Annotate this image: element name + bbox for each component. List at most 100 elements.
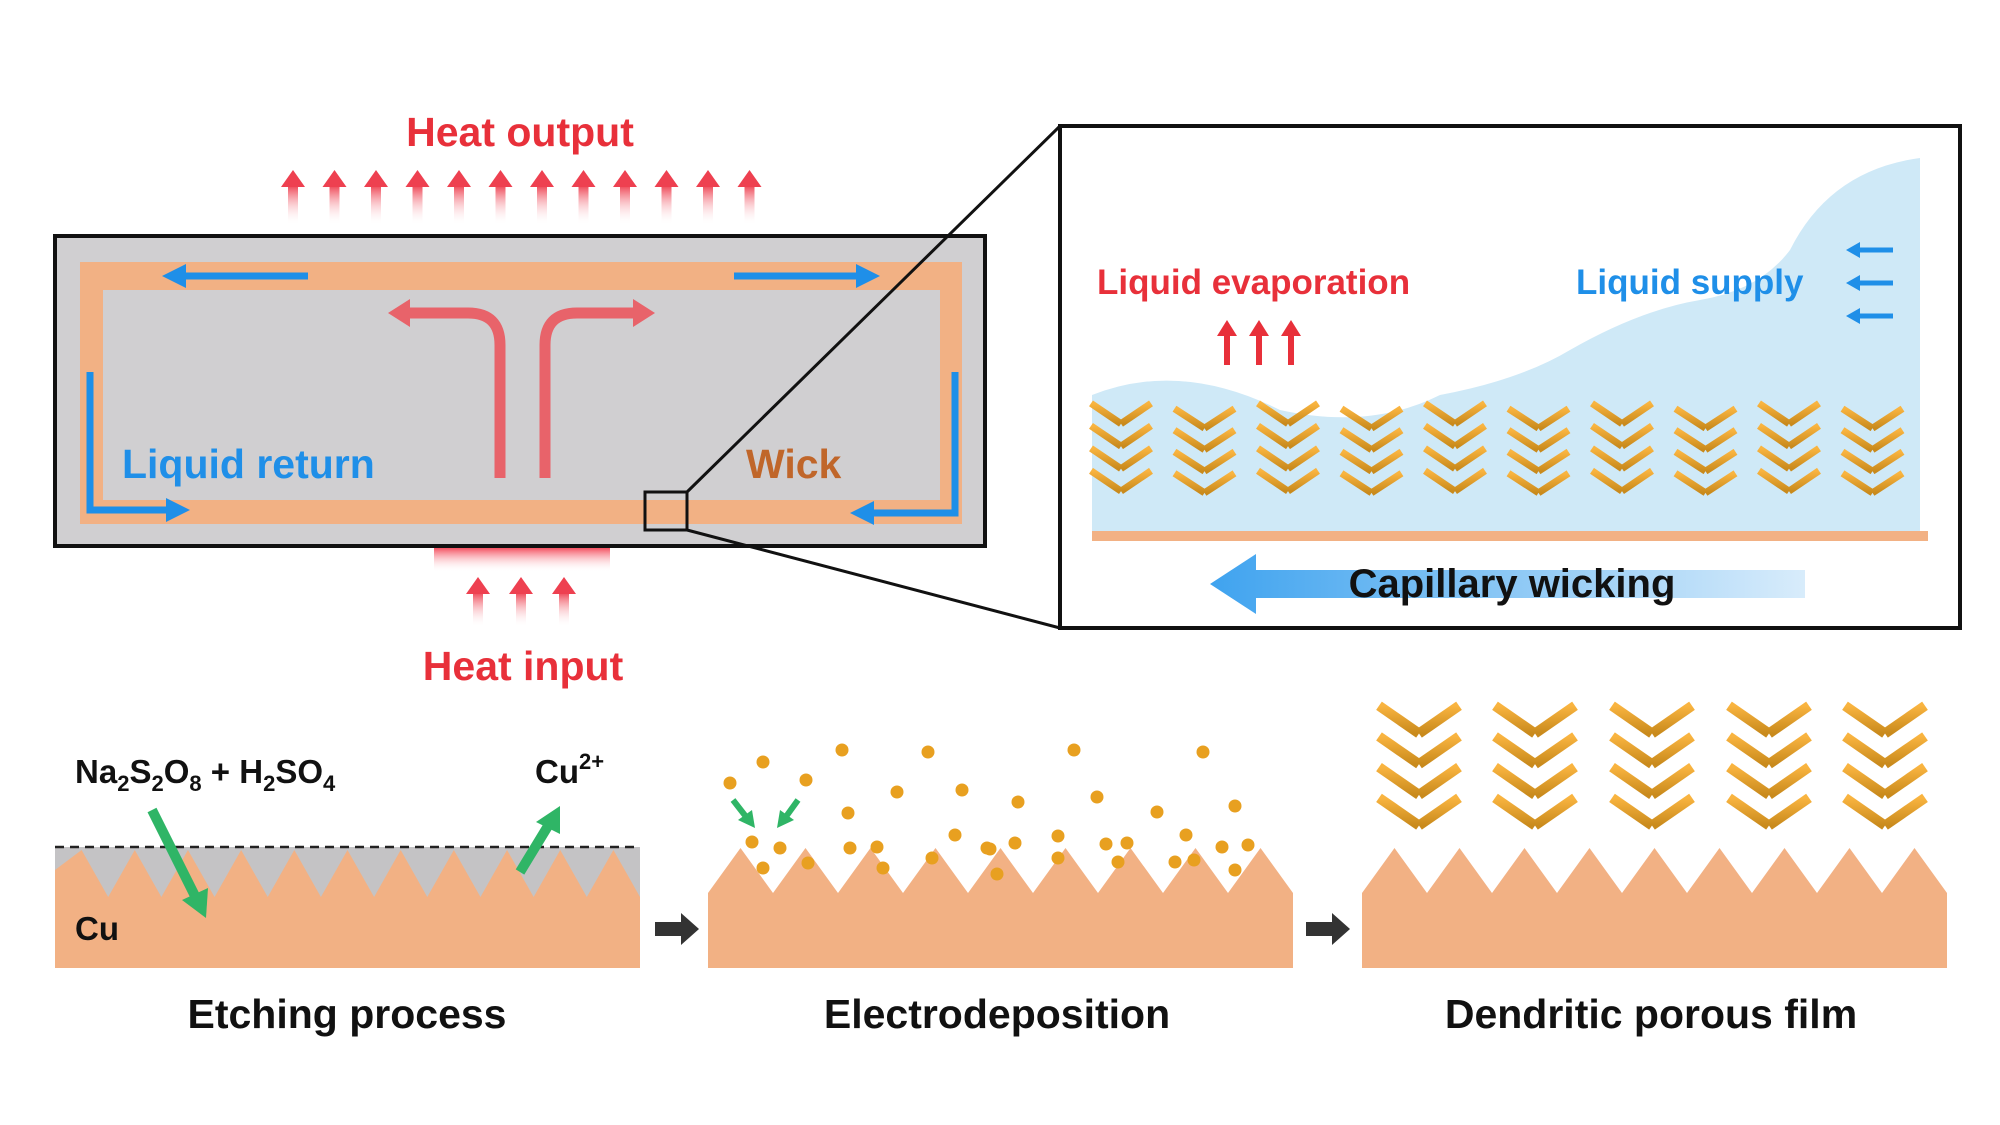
- wick-label: Wick: [746, 441, 842, 487]
- copper-particle: [1215, 840, 1229, 854]
- copper-particle: [990, 867, 1004, 881]
- zoom-dendrite: [1339, 392, 1404, 531]
- heat-input-arrow-shaft: [473, 592, 483, 627]
- supply-arrow-head: [1846, 275, 1860, 291]
- copper-particle: [948, 828, 962, 842]
- step-label-dendritic-film: Dendritic porous film: [1445, 991, 1857, 1037]
- heat-output-arrow-head: [696, 170, 720, 187]
- copper-particle: [801, 856, 815, 870]
- zoom-wick-base: [1092, 531, 1928, 541]
- heat-output-arrow-shaft: [537, 185, 547, 225]
- film-dendrite: [1376, 682, 1462, 880]
- copper-particle: [835, 743, 849, 757]
- step-arrow-2: [1306, 913, 1350, 945]
- heat-output-arrow-shaft: [454, 185, 464, 225]
- zoom-region-marker: [643, 490, 689, 532]
- copper-particle: [756, 861, 770, 875]
- heat-output-label: Heat output: [406, 109, 634, 155]
- heat-pipe: [53, 234, 987, 548]
- copper-particle: [1011, 795, 1025, 809]
- evaporation-arrow-head: [1249, 320, 1269, 336]
- copper-particles: [723, 743, 1255, 881]
- deposition-arrowheads: [738, 810, 794, 828]
- electrodeposition-panel: [708, 743, 1293, 968]
- copper-particle: [1051, 829, 1065, 843]
- heat-output-arrow-shaft: [661, 185, 672, 225]
- heat-output-arrow-head: [737, 170, 762, 187]
- etching-substrate: [55, 850, 640, 968]
- heat-output-arrow-head: [613, 170, 637, 187]
- zoom-dendrites: [1089, 386, 1905, 531]
- zoom-dendrite: [1757, 386, 1821, 531]
- heat-output-arrow-head: [447, 170, 471, 187]
- heat-input-pad: [434, 548, 610, 572]
- copper-particle: [1241, 838, 1255, 852]
- deposition-substrate: [708, 848, 1293, 968]
- heat-output-arrows: [281, 170, 762, 225]
- liquid-return-label: Liquid return: [122, 441, 375, 487]
- liquid-supply-label: Liquid supply: [1576, 263, 1804, 302]
- evaporation-arrow-head: [1281, 320, 1301, 336]
- zoom-dendrite: [1172, 392, 1237, 531]
- heat-output-arrow-head: [364, 170, 388, 187]
- zoom-connector-bottom: [686, 528, 1061, 630]
- zoom-dendrite: [1423, 386, 1487, 531]
- evaporation-arrow-head: [1217, 320, 1237, 336]
- heat-output-arrow-shaft: [744, 185, 755, 225]
- copper-particle: [843, 841, 857, 855]
- heat-output-arrow-head: [322, 170, 347, 187]
- zoom-dendrite: [1256, 386, 1320, 531]
- etching-panel: Na2S2O8 + H2SO4 Cu2+ Cu: [55, 749, 640, 968]
- copper-particle: [925, 851, 939, 865]
- copper-particle: [723, 776, 737, 790]
- vapor-arrowheads: [388, 299, 655, 327]
- etchant-formula: Na2S2O8 + H2SO4: [75, 753, 336, 796]
- copper-ion-label: Cu2+: [535, 749, 604, 790]
- copper-particle: [841, 806, 855, 820]
- heat-output-arrow-shaft: [495, 185, 506, 225]
- zoom-dendrite: [1590, 386, 1654, 531]
- heat-output-arrow-head: [654, 170, 679, 187]
- copper-particle: [1228, 799, 1242, 813]
- film-dendrite: [1492, 682, 1578, 880]
- deposition-arrows: [730, 798, 801, 820]
- step-label-electrodeposition: Electrodeposition: [824, 991, 1170, 1037]
- copper-particle: [1067, 743, 1081, 757]
- heat-output-arrow-shaft: [371, 185, 381, 225]
- heat-output-arrow-head: [530, 170, 554, 187]
- copper-particle: [1187, 853, 1201, 867]
- etchant-arrow: [147, 807, 208, 918]
- copper-particle: [1150, 805, 1164, 819]
- film-dendrite: [1726, 682, 1812, 880]
- copper-particle: [890, 785, 904, 799]
- heat-input-arrow-shaft: [559, 592, 569, 627]
- heat-output-arrow-shaft: [703, 185, 713, 225]
- heat-input-arrow-head: [466, 577, 490, 594]
- zoom-connector-top: [685, 124, 1062, 494]
- heat-output-arrow-head: [571, 170, 596, 187]
- copper-particle: [1090, 790, 1104, 804]
- copper-particle: [1008, 836, 1022, 850]
- heat-output-arrow-shaft: [578, 185, 589, 225]
- liquid-flow-arrows: [86, 272, 959, 517]
- heat-output-arrow-head: [281, 170, 305, 187]
- film-dendrite: [1842, 682, 1928, 880]
- film-dendrite: [1609, 682, 1695, 880]
- zoom-dendrite: [1506, 392, 1571, 531]
- dendritic-film-panel: [1362, 682, 1947, 968]
- heat-pipe-wick: [80, 262, 962, 524]
- substrate-label: Cu: [75, 910, 119, 947]
- heat-input-arrows: [466, 577, 576, 627]
- heat-output-arrow-shaft: [288, 185, 298, 225]
- capillary-wicking-arrow: [1210, 554, 1805, 614]
- copper-particle: [1099, 837, 1113, 851]
- step-arrow-1: [655, 913, 699, 945]
- copper-particle: [1120, 836, 1134, 850]
- heat-output-arrow-shaft: [412, 185, 423, 225]
- heat-input-arrow-head: [509, 577, 533, 594]
- supply-arrow-head: [1846, 308, 1860, 324]
- zoom-dendrite: [1089, 386, 1153, 531]
- heat-output-arrow-head: [405, 170, 430, 187]
- copper-particle: [1051, 851, 1065, 865]
- copper-particle: [955, 783, 969, 797]
